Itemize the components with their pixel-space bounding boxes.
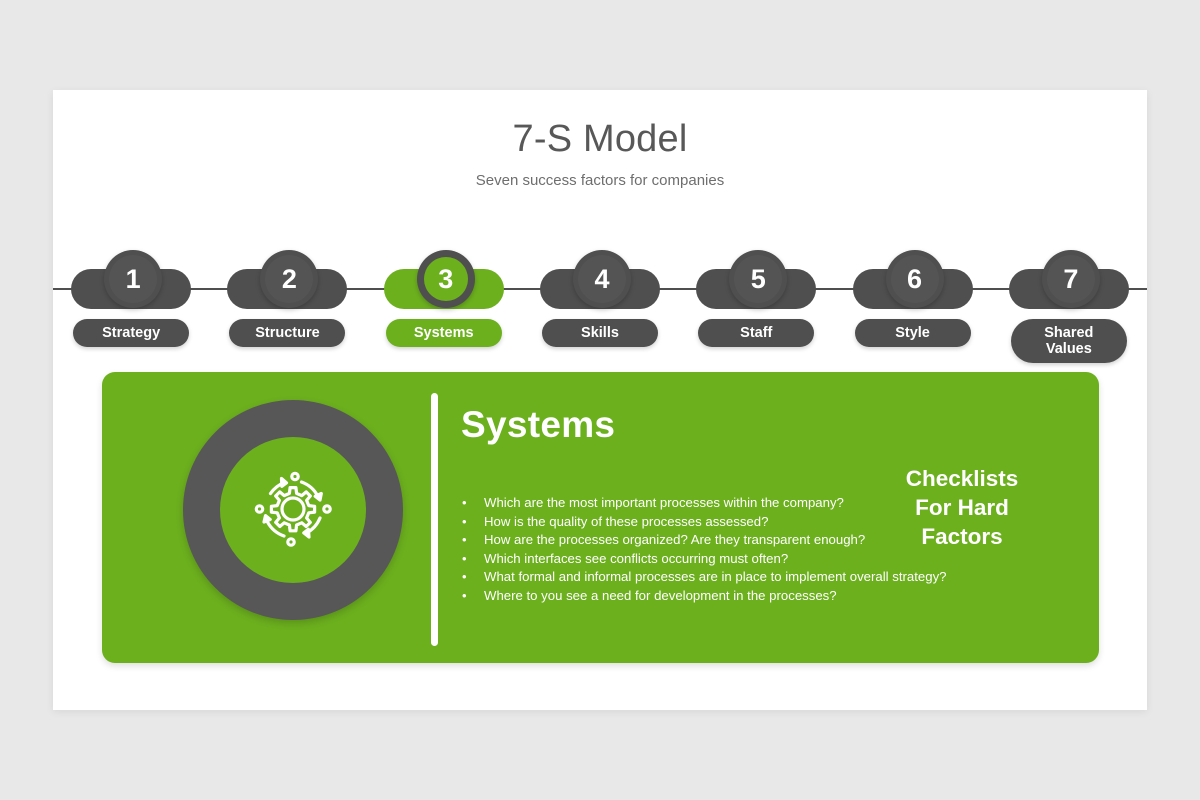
bullet-item: How are the processes organized? Are the… (458, 532, 958, 549)
step-label[interactable]: Style (854, 319, 971, 348)
step-circle[interactable]: 5 (729, 250, 788, 308)
step-number: 7 (1063, 263, 1079, 294)
step-circle[interactable]: 1 (104, 250, 163, 308)
page-title: 7-S Model (512, 118, 688, 160)
bullet-item: Which interfaces see conflicts occurring… (458, 551, 958, 568)
step-number: 3 (438, 263, 454, 294)
step-number: 4 (594, 263, 610, 294)
bullet-item: What formal and informal processes are i… (458, 569, 958, 586)
panel-divider (431, 393, 438, 646)
panel-bullet-list: Which are the most important processes w… (458, 495, 958, 606)
step-number: 6 (907, 263, 923, 294)
step-circle[interactable]: 4 (573, 250, 631, 308)
step-circle[interactable]: 2 (260, 250, 319, 308)
panel-icon-wrapper (183, 400, 403, 620)
step-circle[interactable]: 3 (416, 250, 475, 308)
bullet-item: Which are the most important processes w… (458, 495, 958, 512)
panel-sidenote: Checklists For Hard Factors (905, 466, 1019, 549)
page-subtitle: Seven success factors for companies (475, 172, 725, 189)
step-label[interactable]: Structure (229, 319, 346, 348)
step-label[interactable]: Skills (542, 319, 658, 348)
icon-ring (183, 400, 403, 620)
step-number: 1 (125, 263, 141, 294)
step-circle[interactable]: 6 (885, 250, 944, 308)
step-label[interactable]: Staff (698, 319, 815, 348)
bullet-item: How is the quality of these processes as… (458, 514, 958, 531)
content-panel: Systems Which are the most important pro… (102, 372, 1099, 663)
gear-process-cycle-icon (220, 437, 366, 583)
bullet-item: Where to you see a need for development … (458, 588, 958, 605)
step-number: 2 (281, 263, 297, 294)
panel-title: Systems (461, 404, 616, 445)
presentation-slide: 7-S Model Seven success factors for comp… (53, 90, 1147, 710)
step-label[interactable]: Systems (385, 319, 502, 348)
step-label[interactable]: Shared Values (1010, 319, 1127, 364)
step-circle[interactable]: 7 (1041, 250, 1100, 308)
step-number: 5 (750, 263, 766, 294)
step-label[interactable]: Strategy (73, 319, 190, 348)
